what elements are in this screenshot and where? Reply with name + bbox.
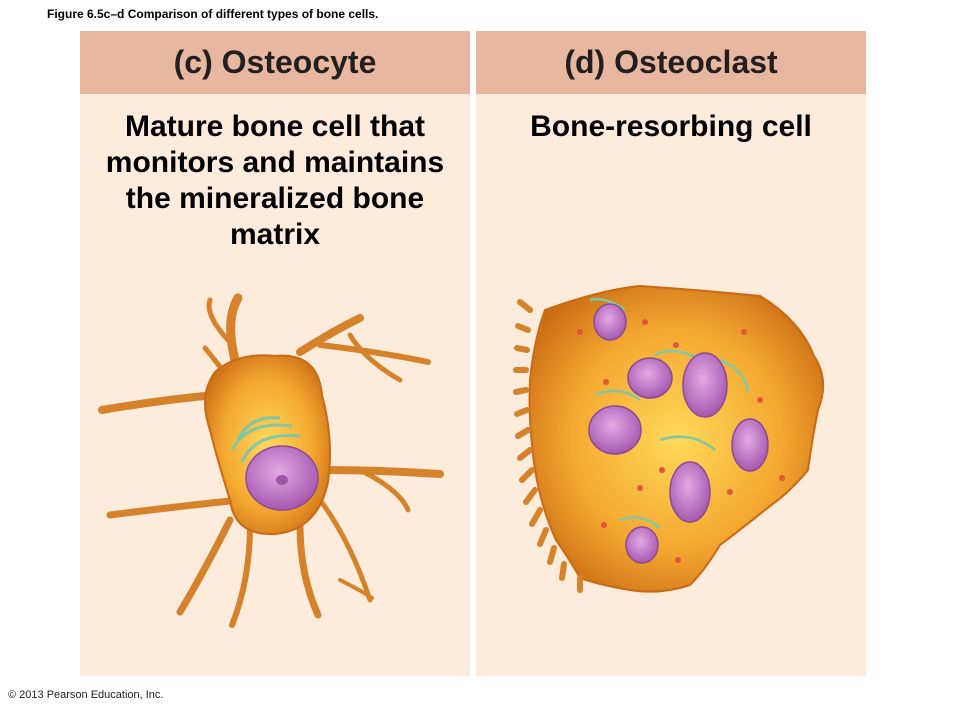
osteocyte-panel: (c) Osteocyte Mature bone cell that moni… xyxy=(80,31,470,676)
osteoclast-nuclei xyxy=(588,303,769,564)
osteoclast-description: Bone-resorbing cell xyxy=(530,110,812,143)
osteoclast-vesicles xyxy=(577,319,785,563)
osteocyte-description: Mature bone cell that monitors and maint… xyxy=(105,110,445,251)
osteocyte-cell xyxy=(98,293,444,628)
figure-title: Figure 6.5c–d Comparison of different ty… xyxy=(47,7,379,21)
osteocyte-golgi xyxy=(230,416,301,463)
osteoclast-ruffled-border xyxy=(513,299,583,593)
osteocyte-heading: (c) Osteocyte xyxy=(80,31,470,94)
copyright-notice: © 2013 Pearson Education, Inc. xyxy=(8,689,164,701)
osteoclast-cell xyxy=(513,284,825,593)
osteoclast-heading: (d) Osteoclast xyxy=(476,31,866,94)
